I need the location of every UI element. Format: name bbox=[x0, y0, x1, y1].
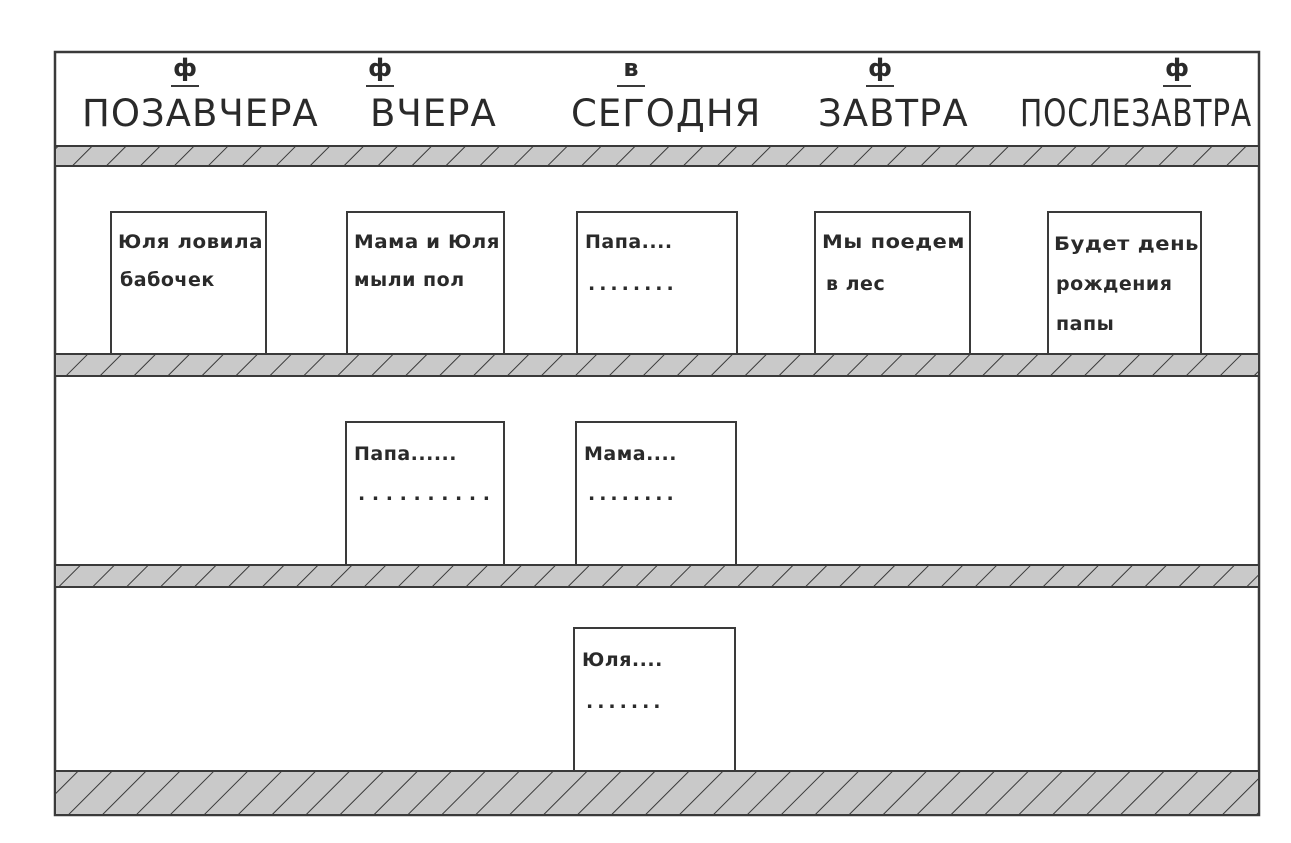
card-line: Юля.... bbox=[582, 649, 663, 671]
card-line: Мы поедем bbox=[822, 231, 965, 253]
header-word: ЗАВТРА bbox=[818, 92, 969, 135]
card-line: ........ bbox=[588, 483, 678, 505]
card-line: Юля ловила bbox=[118, 231, 263, 253]
card[interactable]: Юля ловила бабочек bbox=[110, 211, 267, 355]
shelf-bottom bbox=[54, 770, 1260, 816]
header-column-tomorrow: ЗАВТРА ф bbox=[818, 54, 969, 135]
card-line: ....... bbox=[586, 691, 665, 713]
header-column-yesterday: ВЧЕРА ф bbox=[366, 54, 497, 135]
card-line: .......... bbox=[358, 483, 494, 505]
card[interactable]: Мы поедем в лес bbox=[814, 211, 971, 355]
card-line: папы bbox=[1056, 313, 1114, 335]
header-column-today: СЕГОДНЯ в bbox=[571, 54, 761, 135]
header-word: ПОЗАВЧЕРА bbox=[82, 92, 319, 135]
header-column-day-after-tomorrow: ПОСЛЕЗАВТРА ф bbox=[1020, 54, 1252, 135]
card-line: Мама.... bbox=[584, 443, 677, 465]
header-row: ПОЗАВЧЕРА ф ВЧЕРА ф СЕГОДНЯ в ЗАВТРА ф П… bbox=[82, 54, 1252, 135]
row-3: Юля.... ....... bbox=[573, 627, 736, 772]
header-word: СЕГОДНЯ bbox=[571, 92, 761, 135]
shelf-row-1 bbox=[54, 353, 1260, 377]
card-line: в лес bbox=[826, 273, 885, 295]
card-line: Папа...... bbox=[354, 443, 457, 465]
header-word: ПОСЛЕЗАВТРА bbox=[1020, 92, 1252, 135]
card[interactable]: Папа...... .......... bbox=[345, 421, 505, 566]
card-line: Папа.... bbox=[585, 231, 673, 253]
card[interactable]: Мама и Юля мыли пол bbox=[346, 211, 505, 355]
card[interactable]: Папа.... ........ bbox=[576, 211, 738, 355]
card[interactable]: Мама.... ........ bbox=[575, 421, 737, 566]
card-line: мыли пол bbox=[354, 269, 465, 291]
card-line: рождения bbox=[1056, 273, 1172, 295]
card-line: Будет день bbox=[1054, 233, 1199, 255]
shelf-header bbox=[54, 145, 1260, 167]
stress-mark: в bbox=[623, 54, 638, 82]
card[interactable]: Будет день рождения папы bbox=[1047, 211, 1202, 355]
shelf-row-2 bbox=[54, 564, 1260, 588]
header-column-day-before-yesterday: ПОЗАВЧЕРА ф bbox=[82, 54, 319, 135]
card-line: ........ bbox=[588, 273, 678, 295]
stress-mark: ф bbox=[368, 54, 392, 82]
row-2: Папа...... .......... Мама.... ........ bbox=[345, 421, 737, 566]
card[interactable]: Юля.... ....... bbox=[573, 627, 736, 772]
stress-mark: ф bbox=[1165, 54, 1189, 82]
row-1: Юля ловила бабочек Мама и Юля мыли пол П… bbox=[110, 211, 1202, 355]
card-line: бабочек bbox=[120, 269, 215, 291]
stress-mark: ф bbox=[173, 54, 197, 82]
card-line: Мама и Юля bbox=[354, 231, 500, 253]
header-word: ВЧЕРА bbox=[370, 92, 497, 135]
stress-mark: ф bbox=[868, 54, 892, 82]
